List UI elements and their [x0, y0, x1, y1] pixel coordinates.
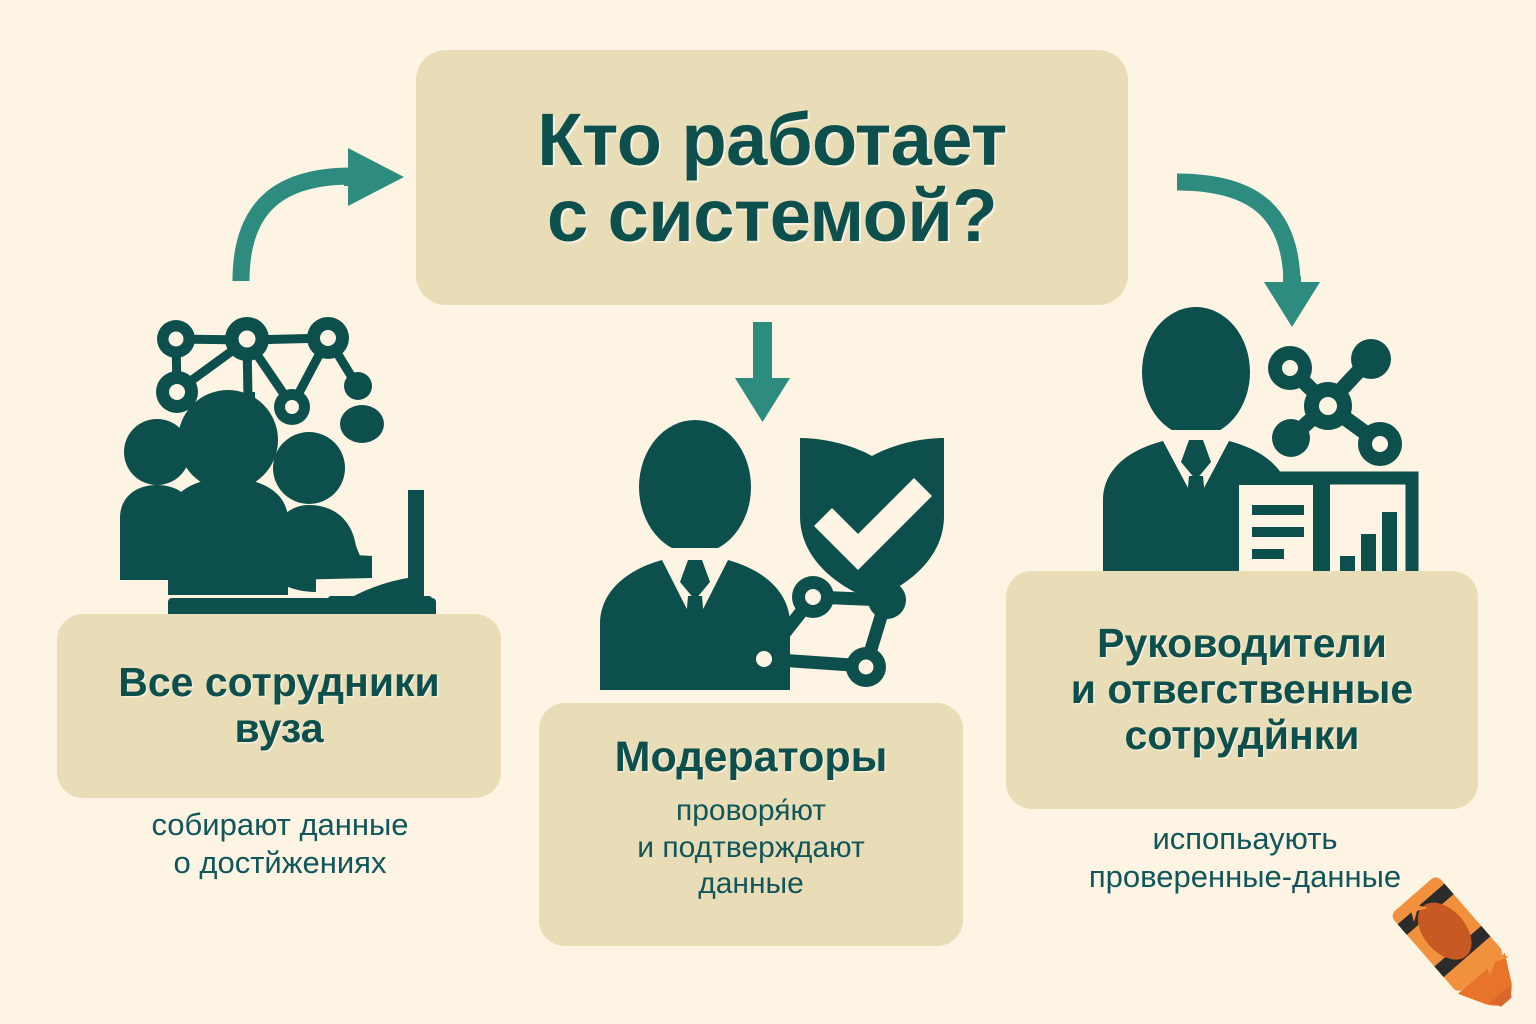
title-card: Кто работает с системой?: [416, 50, 1128, 305]
caption-line-2: и подтверждают: [637, 830, 865, 864]
caption-line-2: проверенные-данные: [1088, 858, 1402, 894]
caption-line-1: испопьаують: [1152, 821, 1338, 856]
card-all-staff-caption: собирают данные о достйжениях: [40, 806, 520, 882]
person-with-shield-check-and-network-icon: [600, 420, 944, 690]
caption-line-1: собирают данные: [151, 807, 409, 842]
crayon-icon: [1392, 877, 1512, 1007]
heading-line-1: Руководители: [1097, 620, 1387, 667]
title-line-2: с системой?: [546, 173, 998, 257]
arrow-to-moderators-icon: [735, 322, 790, 422]
card-moderators-caption: проворя́ют и подтверждают данные: [637, 793, 864, 903]
card-moderators-heading: Модераторы: [615, 733, 888, 781]
person-with-open-book-and-network-icon: [1103, 307, 1419, 602]
caption-line-1: проворя́ют: [675, 794, 827, 828]
card-managers: Руководители и отвегственные сотрудйнки: [1006, 571, 1478, 809]
card-moderators: Модераторы проворя́ют и подтверждают дан…: [539, 703, 963, 946]
card-all-staff: Все сотрудники вуза: [57, 614, 501, 798]
people-at-laptop-with-network-icon: [120, 317, 436, 618]
arrow-to-title-left-icon: [232, 148, 404, 282]
caption-line-3: данные: [698, 867, 804, 901]
heading-line-1: Все сотрудники: [118, 659, 440, 706]
card-all-staff-heading: Все сотрудники вуза: [118, 659, 440, 752]
caption-line-2: о достйжениях: [173, 844, 387, 880]
sparkle-icon: [1471, 938, 1509, 976]
crayon-watermark: [1392, 877, 1512, 1007]
page-title: Кто работает с системой?: [513, 102, 1030, 253]
heading-line-1: Модераторы: [614, 733, 888, 781]
sparkle-icon: [1400, 894, 1428, 922]
heading-line-3: сотрудйнки: [1124, 711, 1360, 758]
arrow-to-managers-icon: [1176, 173, 1320, 327]
heading-line-2: вуза: [234, 705, 324, 751]
heading-line-2: и отвегственные: [1070, 666, 1414, 713]
title-line-1: Кто работает: [537, 98, 1007, 182]
card-managers-caption: испопьаують проверенные-данные: [1010, 820, 1480, 896]
card-managers-heading: Руководители и отвегственные сотрудйнки: [1070, 620, 1414, 759]
